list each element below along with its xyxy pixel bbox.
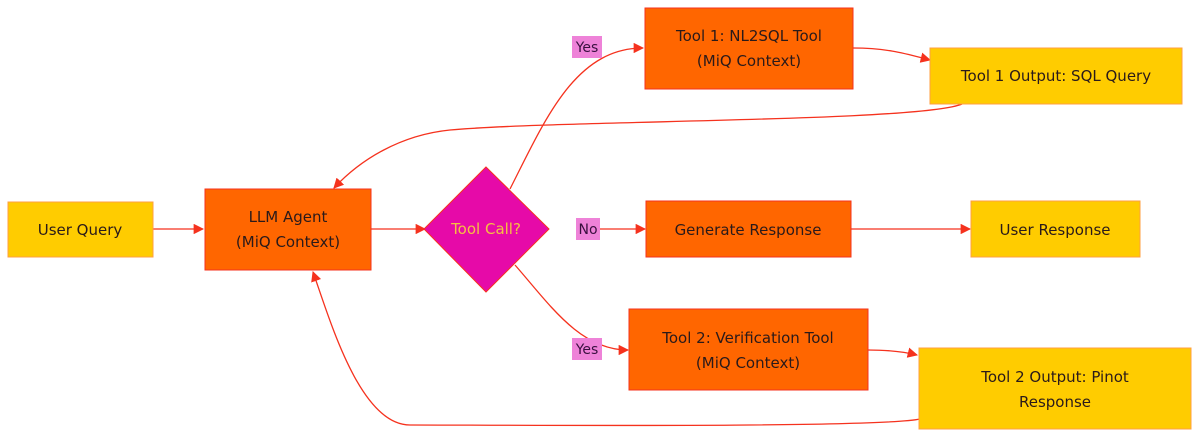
node-tool1-output: Tool 1 Output: SQL Query bbox=[929, 47, 1183, 105]
edge-tool-call-to-tool1 bbox=[509, 42, 645, 190]
node-label-line2: (MiQ Context) bbox=[697, 52, 801, 70]
node-label-line2: (MiQ Context) bbox=[236, 233, 340, 251]
node-label-line1: Tool 1: NL2SQL Tool bbox=[675, 27, 822, 45]
edge-label-text: Yes bbox=[575, 342, 599, 358]
node-tool2: Tool 2: Verification Tool (MiQ Context) bbox=[628, 308, 869, 391]
edge-tool2-output-to-llm-agent bbox=[311, 271, 921, 427]
edge-tool-call-to-tool2 bbox=[514, 264, 630, 356]
edge-label-text: Yes bbox=[575, 40, 599, 56]
node-label-line1: Tool 2: Verification Tool bbox=[661, 329, 833, 347]
edge-tool1-to-tool1-output bbox=[852, 47, 932, 63]
node-llm-agent: LLM Agent (MiQ Context) bbox=[204, 188, 372, 271]
edges bbox=[153, 42, 972, 427]
edge-label-text: No bbox=[578, 222, 597, 238]
edge-label-yes-bottom: Yes bbox=[572, 338, 602, 360]
node-tool-call-decision: Tool Call? bbox=[423, 166, 550, 293]
node-label: Tool Call? bbox=[450, 220, 521, 238]
node-tool2-output: Tool 2 Output: Pinot Response bbox=[918, 347, 1192, 430]
node-label: Tool 1 Output: SQL Query bbox=[960, 67, 1151, 85]
node-label: Generate Response bbox=[675, 221, 822, 239]
node-generate-response: Generate Response bbox=[645, 200, 852, 258]
edge-tool2-to-tool2-output bbox=[867, 347, 919, 358]
node-label-line1: Tool 2 Output: Pinot bbox=[980, 368, 1129, 386]
edge-tool1-output-to-llm-agent bbox=[333, 103, 963, 189]
node-label: User Response bbox=[1000, 221, 1111, 239]
node-label-line2: Response bbox=[1019, 393, 1091, 411]
edge-label-yes-top: Yes bbox=[572, 36, 602, 58]
node-user-query: User Query bbox=[7, 201, 154, 258]
node-tool1: Tool 1: NL2SQL Tool (MiQ Context) bbox=[644, 7, 854, 90]
node-label: User Query bbox=[38, 221, 123, 239]
node-label-line2: (MiQ Context) bbox=[696, 354, 800, 372]
node-label-line1: LLM Agent bbox=[249, 208, 328, 226]
node-user-response: User Response bbox=[970, 200, 1141, 258]
edge-label-no: No bbox=[576, 218, 600, 240]
